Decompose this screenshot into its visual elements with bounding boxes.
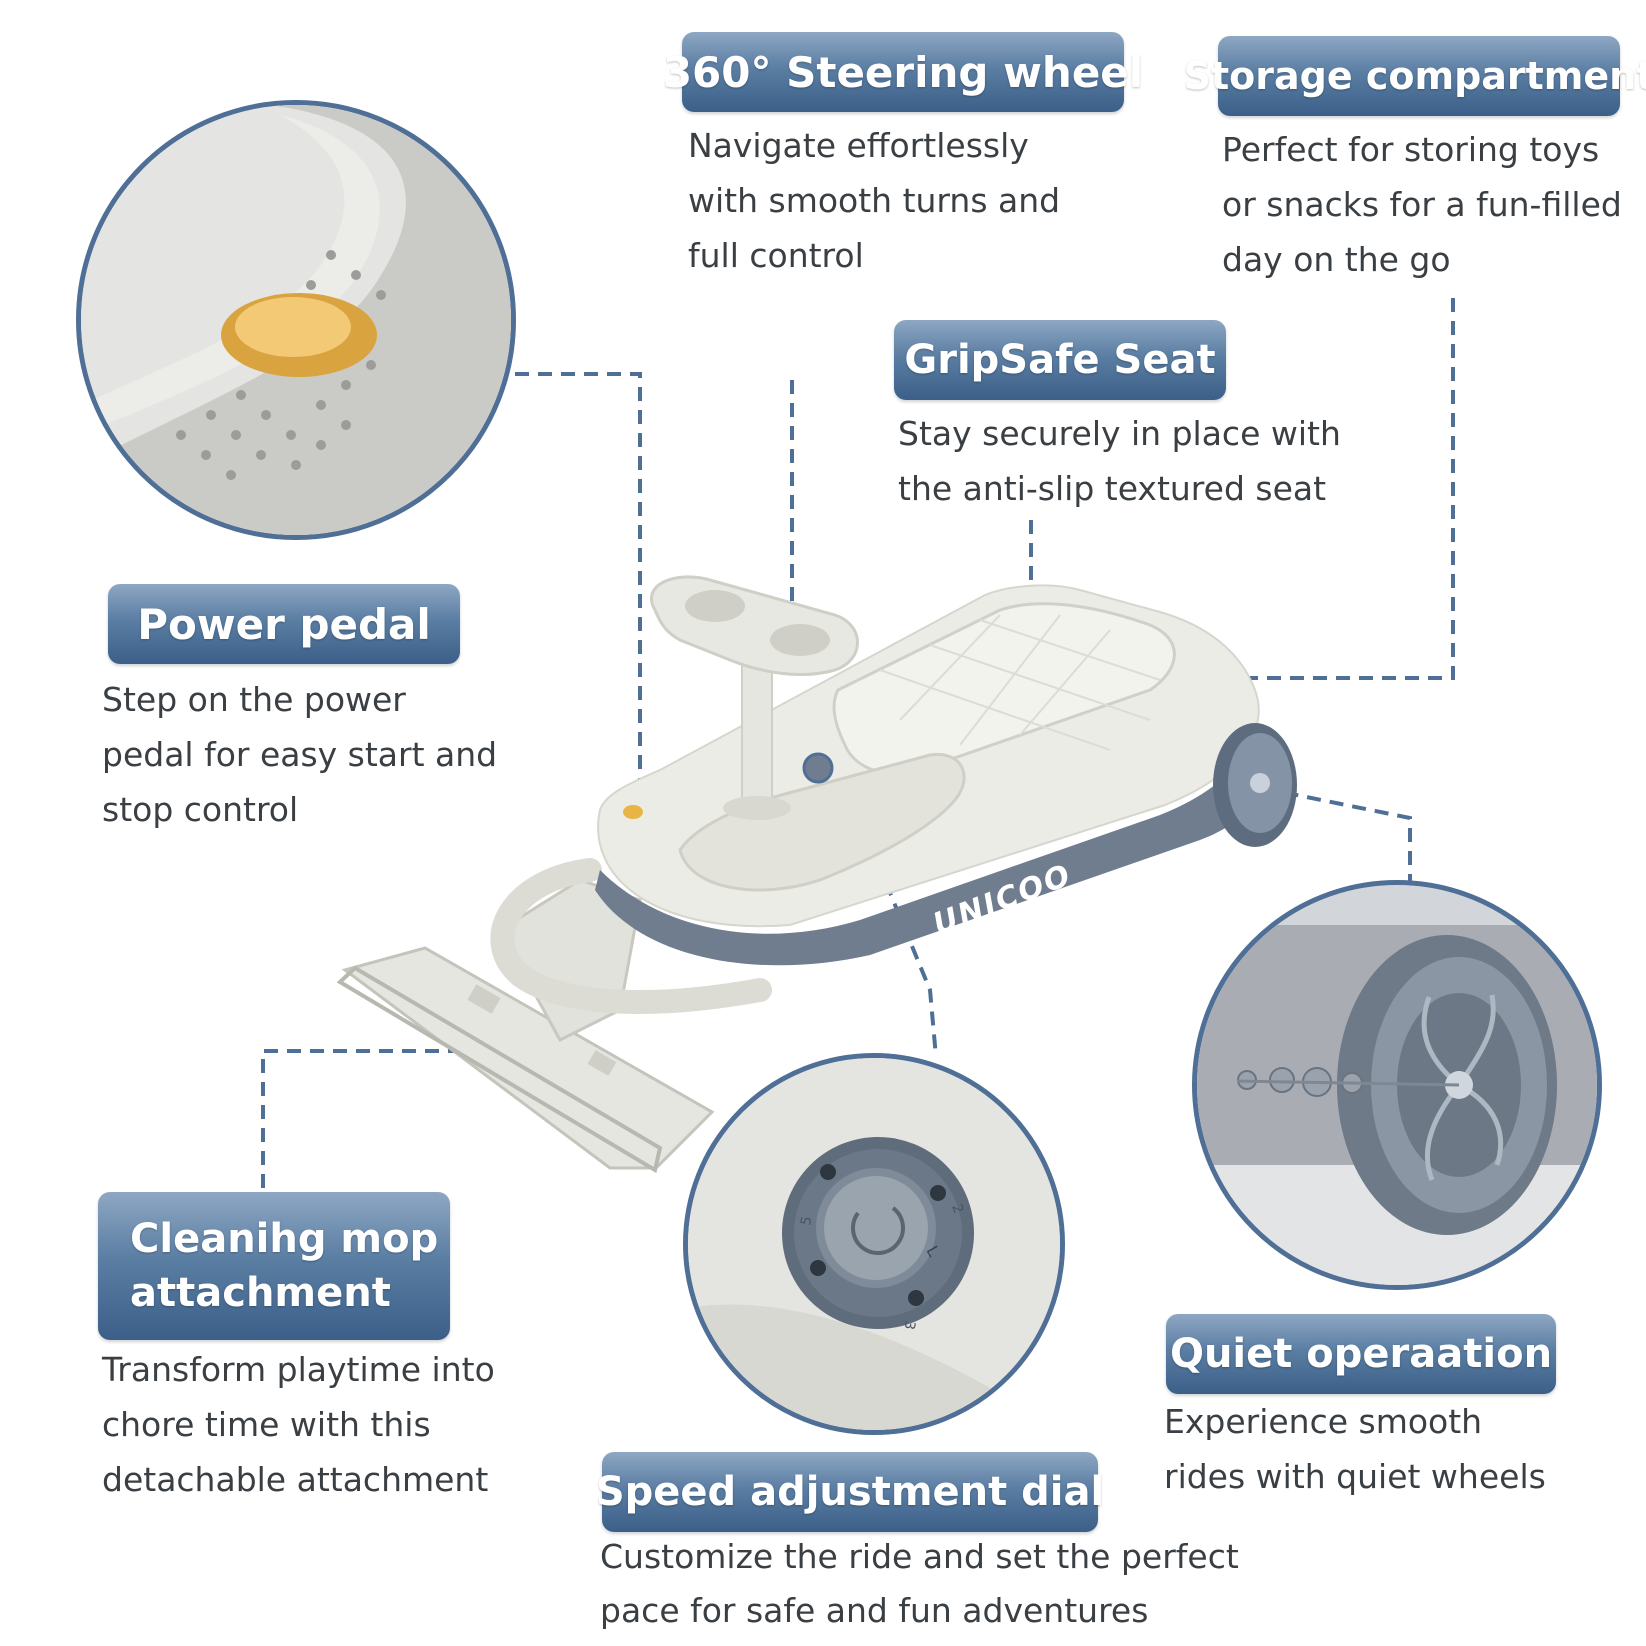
leader-pedal bbox=[515, 372, 642, 805]
leader-wheel bbox=[1261, 786, 1412, 884]
speed-dial-description: Customize the ride and set the perfect p… bbox=[600, 1537, 1239, 1630]
speed-dial-title: Speed adjustment dial bbox=[595, 1469, 1105, 1515]
gripsafe-seat-title: GripSafe Seat bbox=[904, 337, 1216, 383]
steering-wheel-label: 360° Steering wheel bbox=[663, 32, 1143, 112]
leader-mop bbox=[261, 1049, 508, 1192]
quiet-operation-description: Experience smooth rides with quiet wheel… bbox=[1164, 1402, 1546, 1496]
gripsafe-seat-description: Stay securely in place with the anti-sli… bbox=[898, 414, 1341, 508]
rear-wheel bbox=[1213, 723, 1297, 847]
dial-mark-5: 5 bbox=[798, 1215, 815, 1227]
quiet-operation-label: Quiet operaation bbox=[1166, 1314, 1556, 1394]
storage-compartment-description: Perfect for storing toys or snacks for a… bbox=[1222, 130, 1622, 279]
dial-mark-3: 3 bbox=[901, 1319, 918, 1331]
steering-wheel bbox=[649, 575, 859, 676]
mop-attachment-title-line-1: Cleanihg mop bbox=[130, 1216, 439, 1262]
zoom-quiet-wheel bbox=[1192, 880, 1602, 1290]
quiet-operation-title: Quiet operaation bbox=[1169, 1331, 1553, 1377]
gripsafe-seat-label: GripSafe Seat bbox=[894, 320, 1226, 400]
mop-attachment-title-line-2: attachment bbox=[130, 1270, 391, 1316]
steering-wheel-title: 360° Steering wheel bbox=[662, 47, 1144, 97]
chassis-base bbox=[595, 735, 1268, 966]
steering-wheel-description: Navigate effortlessly with smooth turns … bbox=[688, 126, 1061, 275]
dial-detail-illustration: 5 2 L 3 bbox=[688, 1058, 1060, 1430]
zoom-speed-dial: 5 2 L 3 bbox=[683, 1053, 1065, 1435]
pedal-detail-illustration bbox=[81, 105, 511, 535]
wheel-detail-illustration bbox=[1197, 885, 1597, 1285]
power-pedal-label: Power pedal bbox=[108, 584, 460, 664]
zoom-power-pedal bbox=[76, 100, 516, 540]
mop-attachment-label: Cleanihg mop attachment bbox=[98, 1192, 450, 1340]
storage-compartment-title: Storage compartment bbox=[1183, 54, 1646, 98]
power-pedal-title: Power pedal bbox=[137, 599, 431, 649]
speed-dial-label: Speed adjustment dial bbox=[596, 1452, 1104, 1532]
front-bumper bbox=[490, 858, 772, 1014]
mop-attachment-description: Transform playtime into chore time with … bbox=[102, 1350, 495, 1499]
power-pedal-description: Step on the power pedal for easy start a… bbox=[102, 680, 498, 829]
storage-compartment-label: Storage compartment bbox=[1184, 36, 1646, 116]
